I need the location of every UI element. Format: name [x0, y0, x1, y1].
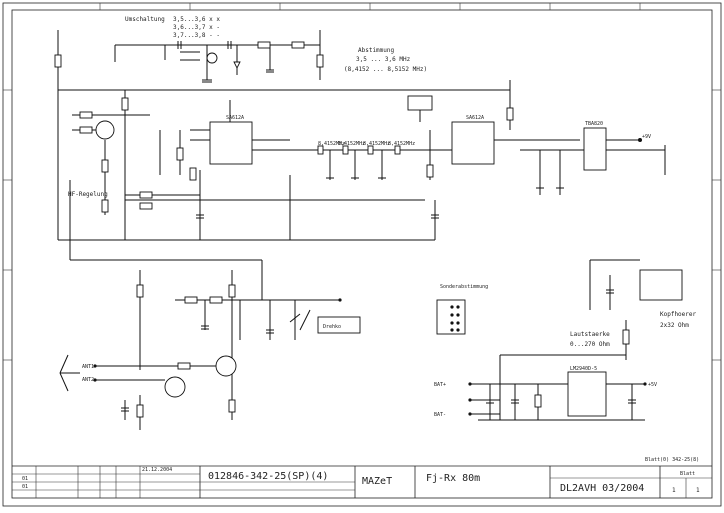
- sheet-total: 1: [696, 487, 700, 494]
- hf-reg-stage: HF-Regelung: [68, 90, 204, 240]
- lautstaerke-label: Lautstaerke: [570, 331, 610, 338]
- switch-row-2: 3,6...3,7 x -: [173, 24, 220, 31]
- mixer-1: SA612A: [190, 100, 310, 165]
- tuning-title: Abstimmung: [358, 47, 395, 54]
- vcc-label: +9V: [642, 134, 651, 140]
- special-tuning-connector: Sonderabstimmung: [436, 284, 488, 335]
- company-name: MAZeT: [362, 476, 392, 487]
- dial-box: [317, 316, 361, 334]
- title-block: 21.12.2004 01 01 012846-342-25(SP)(4) MA…: [12, 465, 712, 498]
- wiring-top: [57, 30, 511, 240]
- kopfhoerer-label: Kopfhoerer: [660, 311, 697, 318]
- ic-regulator-label: LM2940D-5: [570, 366, 597, 372]
- crystal-q2-label: 8,4152MHz: [338, 141, 365, 147]
- drehko-label: Drehko: [323, 324, 341, 330]
- tuning-range: 3,5 ... 3,6 MHz: [356, 56, 411, 63]
- frame-ticks: [3, 3, 721, 361]
- sheet-label: Blatt: [680, 471, 695, 477]
- tuning-stage: Drehko: [239, 298, 361, 340]
- ant1-label: ANT1: [82, 364, 94, 370]
- headphone-jack: [639, 269, 683, 301]
- crystal-filter: 8,4152MHz 8,4152MHz 8,4152MHz 8,4152MHz: [310, 141, 440, 180]
- switch-title: Umschaltung: [125, 16, 165, 23]
- tuning-range-ref: (8,4152 ... 8,5152 MHz): [344, 66, 427, 73]
- plus5v-label: +5V: [648, 382, 657, 388]
- crystal-q3: [367, 145, 374, 155]
- sonderabstimmung-label: Sonderabstimmung: [440, 284, 488, 290]
- crystal-q4: [394, 145, 401, 155]
- mixer-2: SA612A: [407, 95, 580, 180]
- ic-sa612a-2: [451, 121, 495, 165]
- bfo-crystal: [407, 95, 433, 111]
- inner-frame: [11, 9, 713, 499]
- ic-sa612a-2-label: SA612A: [466, 115, 484, 121]
- outer-frame: [2, 2, 722, 507]
- title-row-2: 01: [22, 484, 28, 490]
- top-components: [54, 41, 324, 83]
- crystal-q1: [317, 145, 324, 155]
- switch-row-3: 3,7...3,8 - -: [173, 32, 220, 39]
- title-date: 21.12.2004: [142, 467, 172, 473]
- lautstaerke-ohm-label: 0...270 Ohm: [570, 341, 610, 348]
- ic-sa612a-1: [209, 121, 253, 165]
- author-date: DL2AVH 03/2004: [560, 483, 644, 494]
- power-stage: LM2940D-5 BAT+ BAT- +5V: [434, 366, 657, 421]
- antenna-symbol: [59, 354, 69, 374]
- crystal-q2: [342, 145, 349, 155]
- crystal-q3-label: 8,4152MHz: [363, 141, 390, 147]
- ant2-label: ANT2: [82, 377, 94, 383]
- batt-minus-label: BAT-: [434, 412, 446, 418]
- switch-table: Umschaltung 3,5...3,6 x x 3,6...3,7 x - …: [125, 16, 220, 39]
- transistor-v4: [164, 376, 186, 398]
- doc-number: 012846-342-25(SP)(4): [208, 471, 328, 482]
- ic-regulator: [567, 371, 607, 417]
- ic-tba820: [583, 127, 607, 171]
- wiring-mid: [58, 175, 439, 300]
- tuning-note: Abstimmung 3,5 ... 3,6 MHz (8,4152 ... 8…: [344, 47, 427, 73]
- switch-row-1: 3,5...3,6 x x: [173, 16, 220, 23]
- sheet-number: 1: [672, 487, 676, 494]
- transistor-v1: [95, 120, 115, 140]
- hf-regelung-label: HF-Regelung: [68, 191, 108, 198]
- title-row-1: 01: [22, 476, 28, 482]
- drawing-title: Fj-Rx 80m: [426, 473, 480, 484]
- ic-sa612a-1-label: SA612A: [226, 115, 244, 121]
- ic-tba820-label: TBA820: [585, 121, 603, 127]
- kopfhoerer-ohm-label: 2x32 Ohm: [660, 322, 689, 329]
- audio-ic: TBA820 +9V: [506, 95, 666, 195]
- batt-plus-label: BAT+: [434, 382, 446, 388]
- transistor-v5: [215, 355, 237, 377]
- output-stage: Kopfhoerer 2x32 Ohm Lautstaerke 0...270 …: [499, 259, 697, 420]
- sheet-ref: Blatt(0) 342-25(8): [645, 457, 699, 463]
- crystal-q1-label: 8,4152MHz: [318, 141, 345, 147]
- crystal-q4-label: 8,4152MHz: [388, 141, 415, 147]
- antenna-stage: ANT1 ANT2: [59, 270, 330, 430]
